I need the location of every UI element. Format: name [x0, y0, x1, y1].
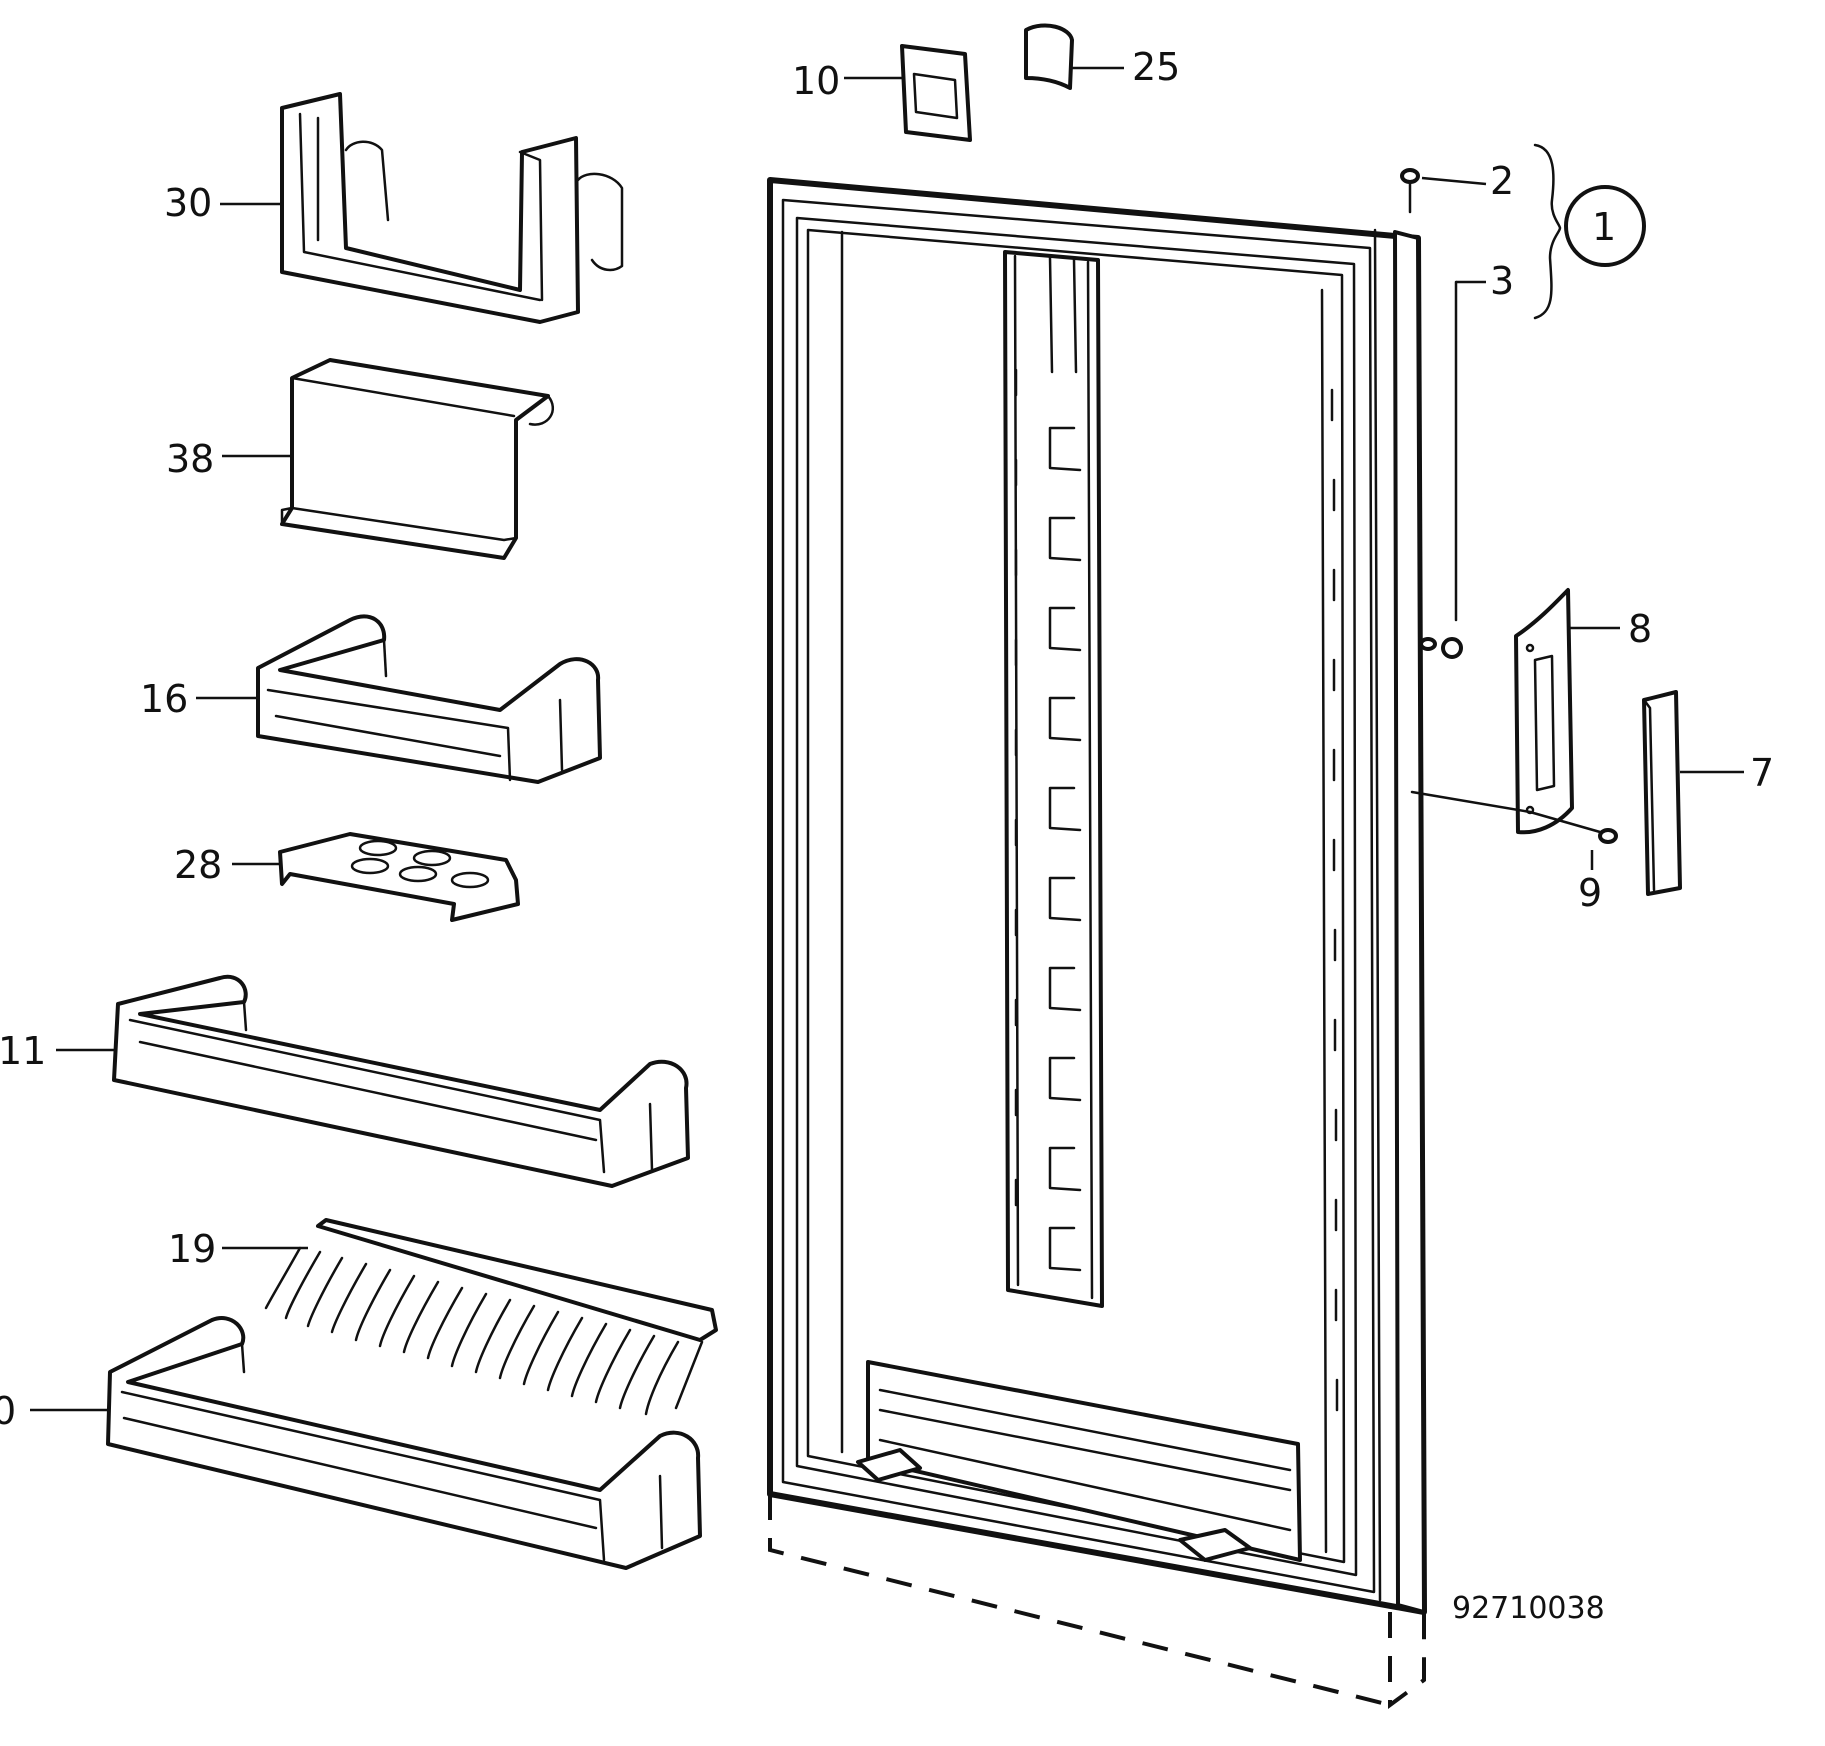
drawing-reference-number: 92710038 [1452, 1591, 1605, 1626]
callout-30: 30 [164, 181, 212, 225]
callout-7: 7 [1750, 751, 1774, 795]
rail-tabs [1048, 426, 1082, 1272]
group-1-brace: 1 [1533, 143, 1646, 320]
door-assembly [767, 177, 1427, 1709]
group-label-1: 1 [1592, 205, 1616, 249]
callout-9: 9 [1578, 871, 1602, 915]
part-19-bottle-rack: 19 [168, 1218, 718, 1416]
callout-11: 11 [0, 1029, 46, 1073]
callout-19: 19 [168, 1227, 216, 1271]
callout-3: 3 [1490, 259, 1514, 303]
callout-28: 28 [174, 843, 222, 887]
part-16-small-bin: 16 [140, 614, 602, 784]
callout-10: 10 [792, 59, 840, 103]
callout-2: 2 [1490, 159, 1514, 203]
part-38-cover: 38 [166, 358, 555, 560]
callout-38: 38 [166, 437, 214, 481]
callout-8: 8 [1628, 607, 1652, 651]
part-11-door-bin: 11 [0, 974, 690, 1188]
part-8-handle-bracket: 8 [1514, 588, 1652, 835]
part-30-top-bracket: 30 [164, 92, 624, 324]
part-20-large-bin: 0 [0, 1316, 702, 1570]
part-10-hinge-cover: 10 [792, 44, 972, 142]
side-slots [1014, 368, 1339, 1412]
callout-25: 25 [1132, 45, 1180, 89]
part-2-screw: 2 [1400, 159, 1514, 214]
part-25-cap: 25 [1024, 23, 1180, 90]
part-3-pin: 3 [1419, 259, 1514, 659]
callout-16: 16 [140, 677, 188, 721]
part-28-egg-tray: 28 [174, 832, 520, 922]
part-7-handle-strip: 7 [1642, 690, 1774, 896]
part-9-screw: 9 [1410, 790, 1618, 915]
callout-20: 0 [0, 1389, 16, 1433]
